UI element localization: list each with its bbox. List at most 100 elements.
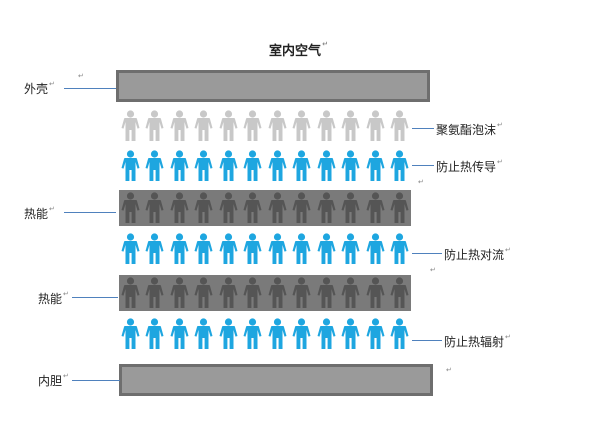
person-icon: [194, 277, 213, 309]
person-icon: [121, 150, 140, 182]
person-icon: [292, 150, 311, 182]
person-row-2: [121, 150, 409, 182]
person-icon: [243, 110, 262, 142]
person-icon: [194, 192, 213, 224]
outer-shell-bar: [116, 70, 430, 102]
person-icon: [317, 277, 336, 309]
person-icon: [194, 318, 213, 350]
inner-connector-line: [72, 380, 120, 381]
heat-band-1: [119, 190, 411, 226]
person-icon: [390, 233, 409, 265]
person-icon: [121, 318, 140, 350]
person-icon: [243, 192, 262, 224]
person-icon: [366, 233, 385, 265]
person-icon: [268, 110, 287, 142]
foam-label: 聚氨酯泡沫↵: [436, 121, 503, 137]
person-icon: [219, 318, 238, 350]
shell-connector-line: [64, 88, 116, 89]
person-icon: [292, 318, 311, 350]
person-icon: [243, 277, 262, 309]
diagram-title: 室内空气↵: [269, 40, 328, 59]
person-row-4: [121, 233, 409, 265]
person-icon: [366, 277, 385, 309]
person-icon: [341, 192, 360, 224]
person-icon: [341, 110, 360, 142]
person-icon: [145, 277, 164, 309]
person-icon: [219, 233, 238, 265]
heat-band-2: [119, 275, 411, 311]
person-icon: [145, 110, 164, 142]
person-icon: [194, 233, 213, 265]
person-icon: [268, 233, 287, 265]
person-icon: [219, 110, 238, 142]
person-icon: [170, 233, 189, 265]
radiation-label: 防止热辐射↵: [444, 333, 511, 349]
person-icon: [170, 110, 189, 142]
person-icon: [121, 192, 140, 224]
conduction-label: 防止热传导↵: [436, 158, 503, 174]
person-icon: [243, 150, 262, 182]
person-icon: [366, 318, 385, 350]
person-icon: [366, 192, 385, 224]
person-icon: [390, 150, 409, 182]
shell-label: 外壳↵: [24, 80, 55, 96]
person-row-3: [121, 192, 409, 224]
conduction-return-mark: ↵: [418, 178, 424, 186]
person-icon: [292, 277, 311, 309]
person-icon: [390, 192, 409, 224]
heat-connector-line-1: [64, 212, 116, 213]
heat-connector-line-2: [72, 297, 118, 298]
heat-label-2: 热能↵: [38, 290, 69, 306]
person-row-6: [121, 318, 409, 350]
person-icon: [121, 110, 140, 142]
heat-label-1: 热能↵: [24, 205, 55, 221]
person-icon: [317, 150, 336, 182]
conduction-connector-line: [412, 165, 434, 166]
person-icon: [145, 192, 164, 224]
person-icon: [317, 233, 336, 265]
person-icon: [194, 150, 213, 182]
person-icon: [292, 233, 311, 265]
person-icon: [341, 318, 360, 350]
shell-return-mark: ↵: [78, 72, 84, 80]
person-icon: [268, 318, 287, 350]
person-icon: [170, 150, 189, 182]
person-icon: [219, 277, 238, 309]
person-icon: [317, 110, 336, 142]
person-icon: [219, 192, 238, 224]
person-icon: [292, 110, 311, 142]
person-icon: [317, 192, 336, 224]
person-icon: [390, 110, 409, 142]
person-icon: [243, 318, 262, 350]
inner-liner-bar: [119, 364, 433, 396]
person-icon: [145, 318, 164, 350]
person-icon: [268, 192, 287, 224]
person-icon: [268, 150, 287, 182]
inner-label: 内胆↵: [38, 372, 69, 388]
person-icon: [243, 233, 262, 265]
person-icon: [268, 277, 287, 309]
convection-label: 防止热对流↵: [444, 246, 511, 262]
person-icon: [366, 150, 385, 182]
person-icon: [145, 233, 164, 265]
person-row-1: [121, 110, 409, 142]
person-icon: [194, 110, 213, 142]
radiation-connector-line: [412, 340, 442, 341]
person-icon: [170, 192, 189, 224]
person-row-5: [121, 277, 409, 309]
person-icon: [145, 150, 164, 182]
person-icon: [121, 233, 140, 265]
person-icon: [341, 150, 360, 182]
person-icon: [390, 277, 409, 309]
convection-connector-line: [412, 253, 442, 254]
person-icon: [292, 192, 311, 224]
person-icon: [121, 277, 140, 309]
person-icon: [390, 318, 409, 350]
person-icon: [317, 318, 336, 350]
person-icon: [170, 277, 189, 309]
person-icon: [341, 277, 360, 309]
inner-return-mark: ↵: [446, 366, 452, 374]
person-icon: [366, 110, 385, 142]
person-icon: [170, 318, 189, 350]
foam-connector-line: [412, 128, 434, 129]
